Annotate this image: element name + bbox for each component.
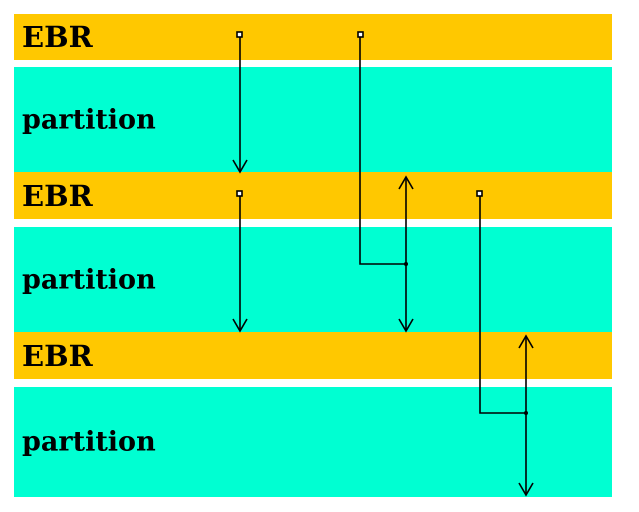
- arrowhead-down: [518, 482, 534, 497]
- partition-band-2: partition: [14, 227, 612, 332]
- source-square-marker: [236, 31, 243, 38]
- link-ebr1-to-ebr2-partition: [232, 31, 248, 174]
- ebr-label-3: EBR: [22, 338, 93, 373]
- arrowhead-down: [232, 318, 248, 333]
- source-square-marker: [236, 190, 243, 197]
- partition-label-1: partition: [22, 104, 156, 135]
- ebr-band-1: EBR: [14, 14, 612, 60]
- partition-band-1: partition: [14, 67, 612, 172]
- ebr-label-1: EBR: [22, 20, 93, 54]
- ebr-band-2: EBR: [14, 172, 612, 219]
- partition-label-2: partition: [22, 264, 156, 295]
- link-ebr2-to-ebr3-next: [476, 190, 534, 497]
- link-ebr1-to-ebr2-next: [357, 31, 414, 333]
- junction-dot: [524, 411, 528, 415]
- pointer-line: [479, 196, 526, 414]
- ebr-band-3: EBR: [14, 332, 612, 379]
- arrowhead-down: [232, 159, 248, 174]
- source-square-marker: [476, 190, 483, 197]
- partition-label-3: partition: [22, 426, 156, 458]
- ebr-label-2: EBR: [22, 178, 93, 213]
- source-square-marker: [357, 31, 364, 38]
- arrowhead-down: [398, 318, 414, 333]
- partition-band-3: partition: [14, 387, 612, 497]
- pointer-line: [359, 37, 406, 265]
- arrowhead-up: [398, 175, 414, 190]
- arrowhead-up: [518, 334, 534, 349]
- link-ebr2-to-ebr3-partition: [232, 190, 248, 333]
- junction-dot: [404, 262, 408, 266]
